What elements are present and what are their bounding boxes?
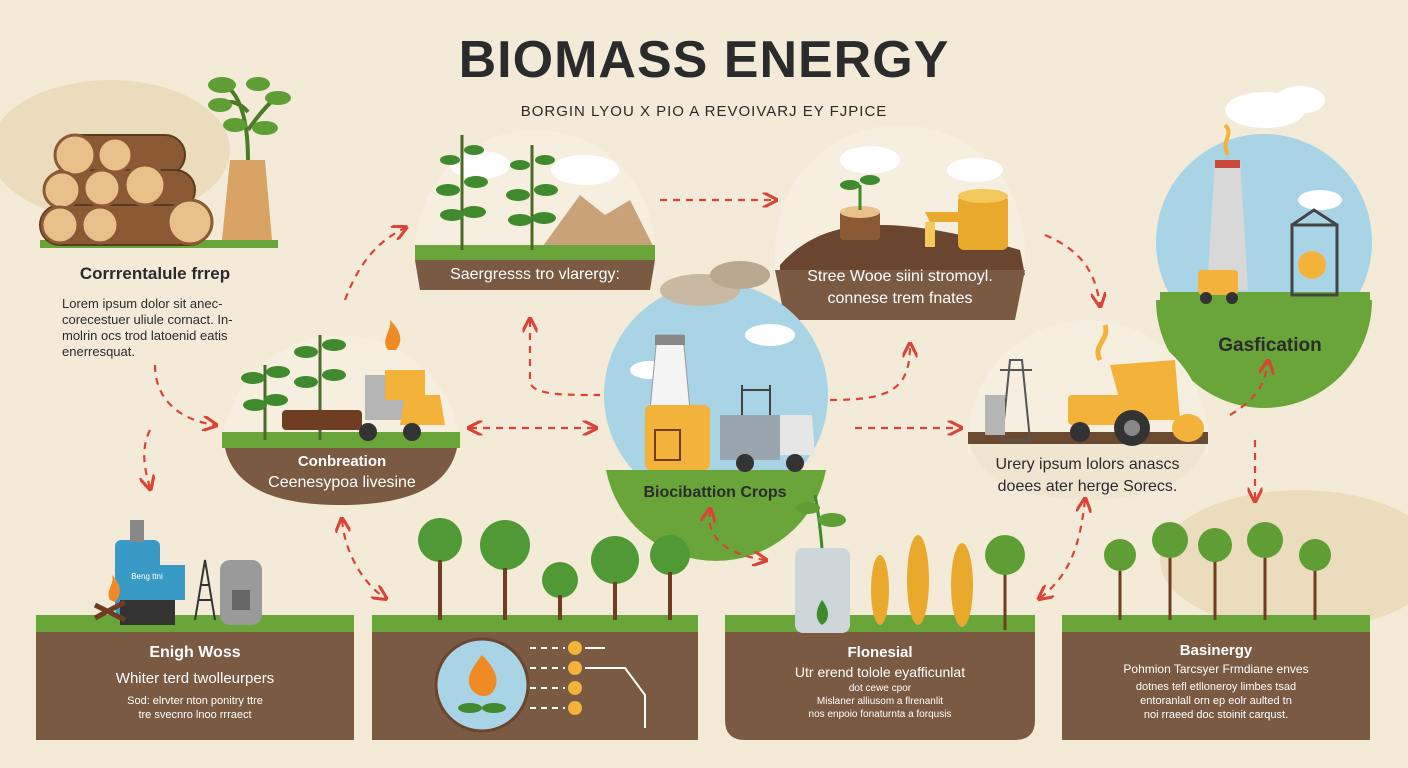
- gasification-title: Gasfication: [1218, 335, 1322, 356]
- panel-3-subtitle: Utr erend tolole eyafficunlat: [794, 664, 966, 680]
- page-subtitle: BORGIN LYOU X PIO A REVOIVARJ EY FJPICE: [520, 103, 888, 120]
- sprout-caption-line: connese trem fnates: [827, 290, 973, 307]
- center-title: Biocibattion Crops: [643, 484, 787, 501]
- panel-3-text-line: Mislaner alliusom a flrenanlit: [816, 696, 944, 707]
- panel-3-text-line: nos enpoio fonaturnta a forqusis: [808, 709, 952, 720]
- wood-text-line: corecestuer uliule cornact. In-: [62, 312, 233, 327]
- panel-4-subtitle: Pohmion Tarcsyer Frmdiane enves: [1123, 662, 1309, 676]
- sprout-caption-line: Stree Wooe siini stromoyl.: [807, 268, 993, 285]
- panel-1-subtitle: Whiter terd twolleurpers: [115, 670, 275, 687]
- combustion-caption: Ceenesypoa livesine: [268, 474, 416, 491]
- panel-1-title: Enigh Woss: [149, 644, 241, 661]
- panel-4-text-line: dotnes tefl etlloneroy limbes tsad: [1135, 681, 1297, 693]
- wood-logs-illustration: [39, 77, 291, 248]
- page-title: BIOMASS ENERGY: [458, 31, 950, 89]
- panel-3-illustration: [725, 494, 1035, 740]
- sprout-illustration: [775, 124, 1025, 320]
- panel-3-text-line: dot cewe cpor: [848, 683, 912, 694]
- machinery-caption-line: Urery ipsum lolors anascs: [995, 456, 1180, 473]
- panel-4-text-line: noi rraeed doc stoinit carqust.: [1143, 709, 1289, 721]
- tank-label: Beng ttni: [131, 572, 163, 581]
- gasification-illustration: [1156, 86, 1372, 408]
- panel-4-title: Basinergy: [1179, 642, 1253, 659]
- panel-3-text: dot cewe cpor Mislaner alliusom a flrena…: [725, 682, 1035, 721]
- combustion-title: Conbreation: [297, 453, 387, 470]
- combustion-illustration: [222, 320, 460, 505]
- saplings-caption: Saergresss tro vlarergy:: [450, 266, 620, 283]
- panel-1-text-line: Sod: elrvter nton ponitry ttre: [127, 695, 263, 707]
- wood-text-line: molrin ocs trod latoenid eatis: [62, 328, 228, 343]
- panel-1-illustration: [36, 520, 354, 740]
- center-biorefinery-illustration: [604, 261, 828, 561]
- machinery-caption-line: doees ater herge Sorecs.: [997, 478, 1178, 495]
- saplings-illustration: [415, 130, 655, 290]
- wood-text-line: enerresquat.: [62, 344, 135, 359]
- panel-4-text-line: entoranlall orn ep eolr aulted tn: [1140, 695, 1292, 707]
- panel-1-text: Sod: elrvter nton ponitry ttre tre svecn…: [36, 694, 354, 722]
- sprout-caption: Stree Wooe siini stromoyl. connese trem …: [785, 266, 1015, 310]
- wood-description: Lorem ipsum dolor sit anec- corecestuer …: [62, 296, 292, 360]
- machinery-illustration: [968, 320, 1208, 500]
- panel-2-illustration: [372, 518, 698, 740]
- panel-1-text-line: tre svecnro lnoo rrraect: [138, 709, 252, 721]
- flow-arrows: [144, 200, 1268, 598]
- machinery-caption: Urery ipsum lolors anascs doees ater her…: [975, 454, 1200, 498]
- panel-3-title: Flonesial: [847, 644, 913, 661]
- wood-text-line: Lorem ipsum dolor sit anec-: [62, 296, 223, 311]
- panel-4-illustration: [1062, 522, 1370, 740]
- wood-title: Corrrentalule frrep: [79, 264, 231, 283]
- panel-4-text: dotnes tefl etlloneroy limbes tsad entor…: [1062, 680, 1370, 722]
